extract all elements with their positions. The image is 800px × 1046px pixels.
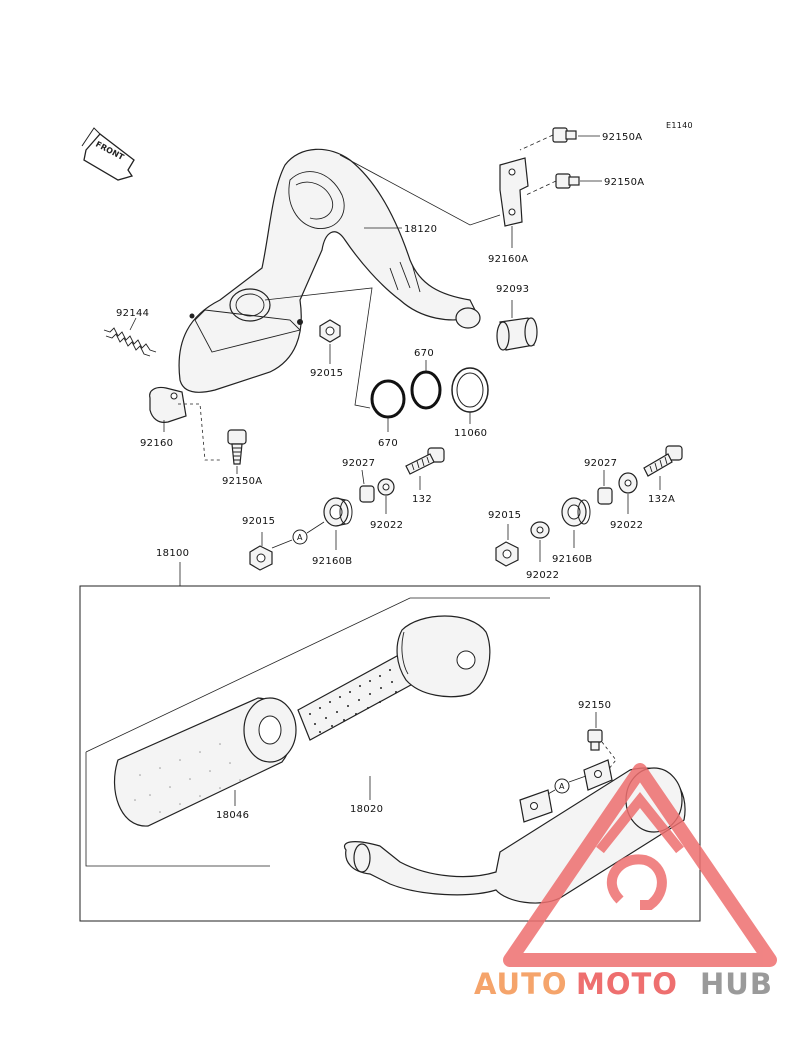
callout-92022-right: 92022 [610, 520, 643, 531]
damper-icon [561, 497, 591, 527]
callout-132: 132 [412, 494, 432, 505]
callout-18046: 18046 [216, 810, 249, 821]
front-arrow-icon: FRONT [81, 127, 135, 181]
watermark-part-moto: MOTO [576, 967, 678, 1001]
mount-plate-92160 [149, 386, 187, 423]
nut-icon [249, 545, 273, 571]
damper-icon [323, 497, 353, 527]
ref-marker [292, 529, 308, 545]
washer-icon [530, 521, 550, 539]
callout-670-upper: 670 [414, 348, 434, 359]
oring-670 [370, 379, 406, 419]
callout-18020: 18020 [350, 804, 383, 815]
callout-92150a-left: 92150A [222, 476, 262, 487]
callout-92015-upper: 92015 [310, 368, 343, 379]
callout-92027-left: 92027 [342, 458, 375, 469]
callout-11060: 11060 [454, 428, 487, 439]
callout-92093: 92093 [496, 284, 529, 295]
callout-92160a: 92160A [488, 254, 528, 265]
nut-icon [319, 319, 341, 343]
callout-92150: 92150 [578, 700, 611, 711]
callout-92160b-left: 92160B [312, 556, 352, 567]
collar-icon [359, 485, 375, 503]
callout-92027-right: 92027 [584, 458, 617, 469]
packing-18046 [113, 697, 297, 827]
oring-670 [410, 370, 442, 410]
automotohub-logo [503, 763, 777, 967]
bolt-icon [405, 447, 445, 475]
silencer-assembly-frame [79, 585, 701, 922]
end-cap [396, 615, 491, 698]
callout-92015-left: 92015 [242, 516, 275, 527]
washer-icon [618, 472, 638, 494]
washer-icon [377, 478, 395, 496]
exhaust-pipe [178, 148, 481, 393]
bolt-icon [643, 445, 683, 477]
bolt-icon [587, 729, 603, 751]
bracket-92160a [499, 157, 529, 227]
watermark-part-hub: HUB [700, 967, 773, 1001]
callout-92160b-right: 92160B [552, 554, 592, 565]
gasket-11060 [451, 367, 489, 413]
callout-670-lower: 670 [378, 438, 398, 449]
callout-92015-right: 92015 [488, 510, 521, 521]
callout-92022-bottom: 92022 [526, 570, 559, 581]
callout-92160: 92160 [140, 438, 173, 449]
callout-92150a-mid: 92150A [604, 177, 644, 188]
diagram-code: E1140 [666, 121, 693, 130]
muffler-18020 [343, 759, 686, 904]
callout-92144: 92144 [116, 308, 149, 319]
ref-marker-label: A [297, 533, 303, 542]
callout-132a: 132A [648, 494, 675, 505]
ref-marker-label: A [559, 782, 565, 791]
nut-icon [495, 541, 519, 567]
bolt-icon [227, 429, 247, 465]
watermark-part-auto: AUTO [474, 967, 568, 1001]
callout-18120: 18120 [404, 224, 437, 235]
bolt-icon [525, 173, 580, 196]
collar-icon [597, 487, 613, 505]
callout-18100: 18100 [156, 548, 189, 559]
spring-icon [103, 327, 157, 357]
bolt-icon [519, 127, 577, 151]
ref-marker [554, 778, 570, 794]
callout-92022-left: 92022 [370, 520, 403, 531]
joint-92093 [496, 317, 538, 351]
callout-92150a-top: 92150A [602, 132, 642, 143]
